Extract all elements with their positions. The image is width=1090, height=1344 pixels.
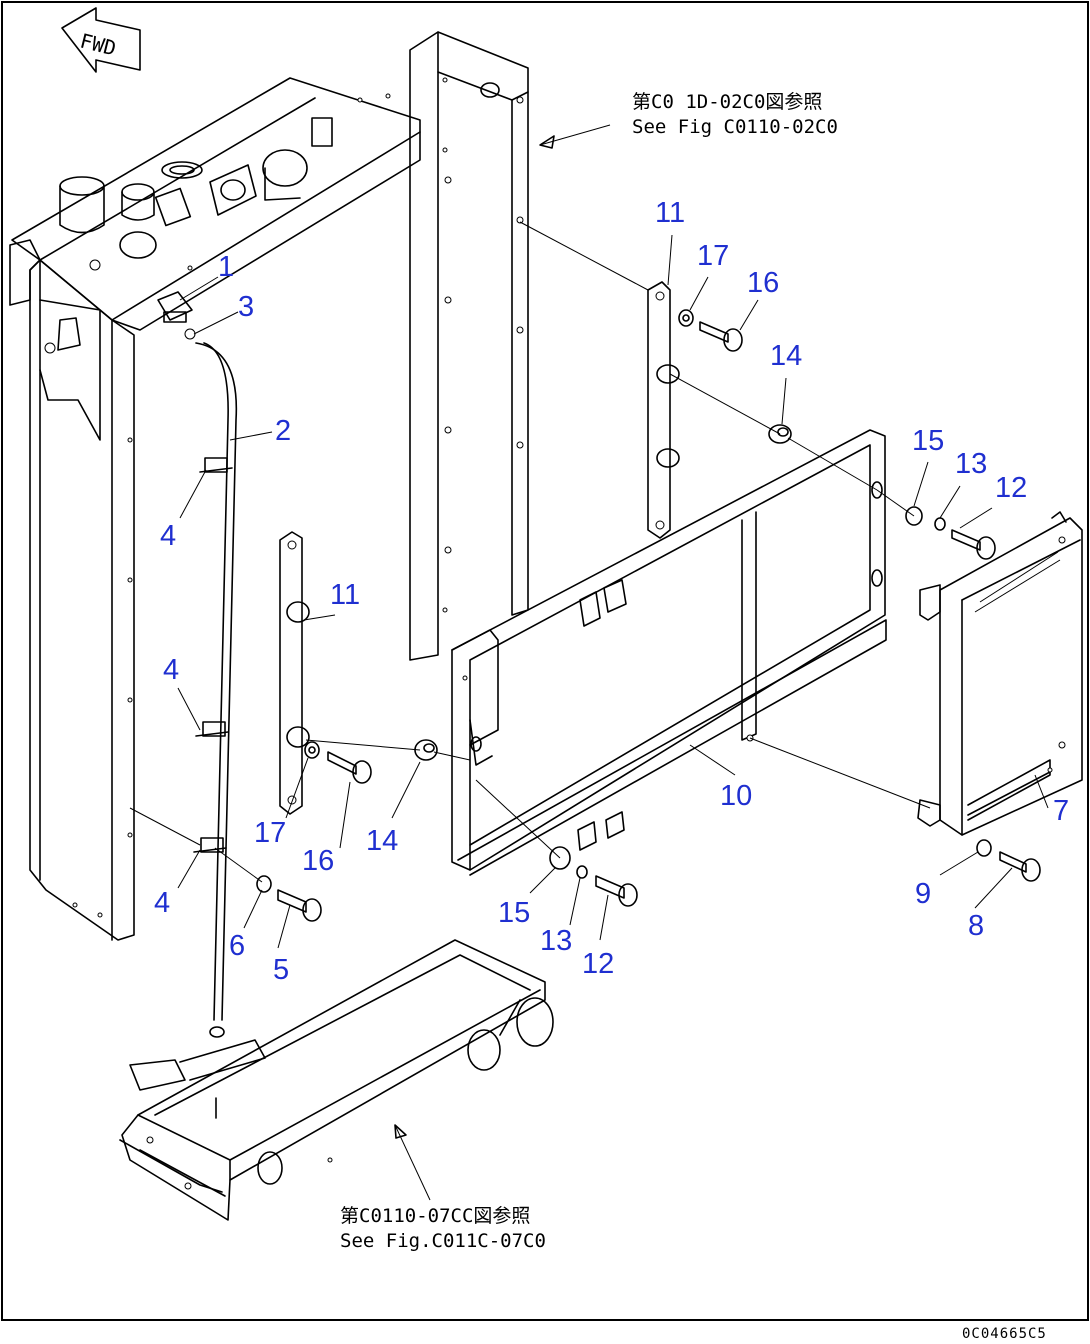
bolt-16-lower: [327, 751, 372, 784]
washer-17-lower: [304, 741, 320, 759]
washer-15-lower: [549, 846, 571, 870]
callout-1: 1: [218, 251, 234, 283]
callout-17-upper: 17: [697, 240, 729, 272]
washer-13-upper: [934, 517, 946, 531]
clamp-4-lower: [193, 837, 227, 853]
callout-7: 7: [1053, 795, 1069, 827]
radiator-side-tank: [9, 239, 135, 941]
callout-6: 6: [229, 930, 245, 962]
washer-9: [976, 839, 992, 857]
bushing-14-upper: [768, 424, 792, 444]
callout-11-upper: 11: [655, 197, 685, 229]
callout-12-upper: 12: [995, 472, 1027, 504]
callout-16-upper: 16: [747, 267, 779, 299]
ref-top-line1: 第C0 1D-02C0図参照: [632, 91, 822, 113]
callout-15-upper: 15: [912, 425, 944, 457]
support-panel: [451, 429, 887, 876]
callout-5: 5: [273, 954, 289, 986]
fwd-arrow-icon: FWD: [61, 7, 141, 73]
drain-valve: [157, 291, 193, 323]
washer-13-lower: [576, 865, 588, 879]
ref-arrow-bottom: [394, 1124, 431, 1201]
callout-16-lower: 16: [302, 845, 334, 877]
callout-13-upper: 13: [955, 448, 987, 480]
callout-4-middle: 4: [163, 654, 179, 686]
callout-17-lower: 17: [254, 817, 286, 849]
callout-2: 2: [275, 415, 291, 447]
illustration-code: 0C04665C5: [962, 1326, 1047, 1342]
bolt-5: [277, 889, 322, 922]
clamp-4-upper: [199, 457, 233, 473]
callout-13-lower: 13: [540, 925, 572, 957]
bracket-lower: [279, 531, 310, 815]
assembly-lines: [129, 221, 931, 883]
bolt-8: [999, 851, 1041, 882]
washer-15-upper: [905, 506, 923, 526]
bracket-upper: [647, 281, 680, 539]
ref-top-line2: See Fig C0110-02C0: [632, 116, 838, 138]
callout-14-upper: 14: [770, 340, 802, 372]
clamp-4-middle: [195, 721, 229, 737]
washer-6: [256, 875, 272, 893]
callout-4-lower: 4: [154, 887, 170, 919]
radiator-lower-tank: [119, 939, 554, 1221]
callout-14-lower: 14: [366, 825, 398, 857]
callout-leaders: [177, 234, 1049, 949]
ref-bottom-line2: See Fig.C011C-07C0: [340, 1230, 546, 1252]
ref-bottom-line1: 第C0110-07CC図参照: [340, 1205, 530, 1227]
callout-3: 3: [238, 291, 254, 323]
bolt-16-upper: [699, 321, 743, 352]
callout-15-lower: 15: [498, 897, 530, 929]
ref-arrow-top: [539, 124, 611, 149]
callout-8: 8: [968, 910, 984, 942]
washer-17-upper: [678, 309, 694, 327]
radiator-upper-tank: [11, 77, 421, 331]
bolt-12-lower: [595, 875, 638, 907]
callout-4-upper: 4: [160, 520, 176, 552]
callout-12-lower: 12: [582, 948, 614, 980]
callout-11-lower: 11: [330, 579, 360, 611]
oil-cooler: [917, 511, 1083, 836]
bolt-12-upper: [951, 529, 996, 560]
callout-10: 10: [720, 780, 752, 812]
callout-9: 9: [915, 878, 931, 910]
frame-column: [409, 31, 529, 661]
